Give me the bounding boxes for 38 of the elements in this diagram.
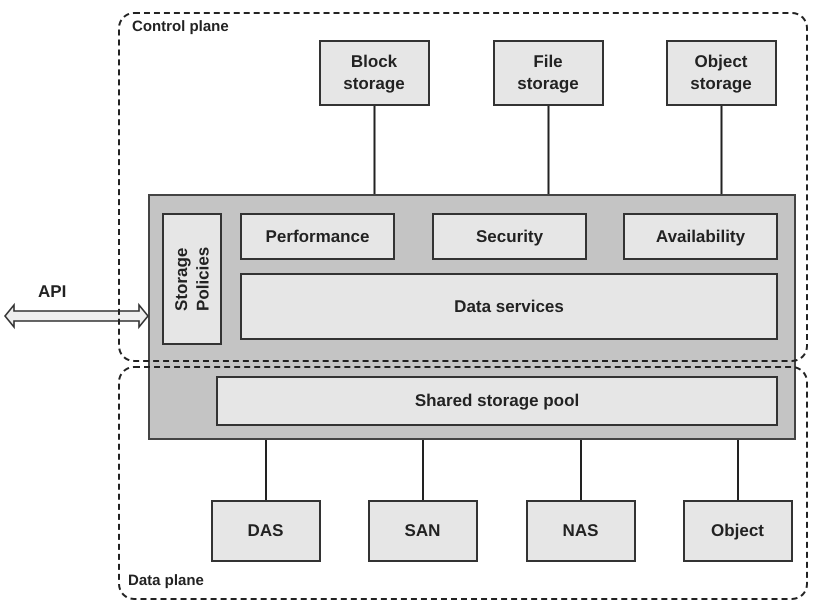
connector-line	[548, 106, 550, 194]
box-label: Security	[476, 226, 544, 248]
box-label: Object	[711, 520, 764, 542]
box-label: Storage Policies	[170, 246, 213, 314]
double-arrow	[4, 302, 150, 330]
connector-line	[737, 440, 739, 500]
connector-line	[580, 440, 582, 500]
connector-line	[720, 106, 722, 194]
box-label: Object storage	[689, 51, 753, 94]
process-box	[240, 213, 395, 260]
process-box	[368, 500, 478, 562]
connector-line	[265, 440, 267, 500]
region-boundary	[118, 366, 808, 600]
connector-line	[374, 106, 376, 194]
region-label: Data plane	[128, 572, 204, 589]
box-label: NAS	[562, 520, 598, 542]
connector-line	[422, 440, 424, 500]
edge-label: API	[38, 282, 66, 302]
process-box	[216, 376, 778, 426]
process-box	[318, 40, 430, 106]
region-label: Control plane	[132, 18, 229, 35]
process-box	[432, 213, 587, 260]
box-label: Block storage	[342, 51, 406, 94]
box-label: Shared storage pool	[414, 390, 580, 412]
box-label: Performance	[266, 226, 370, 248]
process-box	[526, 500, 636, 562]
process-box	[240, 273, 778, 340]
process-box	[210, 500, 320, 562]
box-label: SAN	[404, 520, 440, 542]
process-box	[162, 213, 222, 345]
process-box	[623, 213, 778, 260]
process-box	[682, 500, 792, 562]
box-label: File storage	[516, 51, 580, 94]
process-box	[492, 40, 604, 106]
process-box	[666, 40, 776, 106]
box-label: Data services	[454, 296, 564, 318]
box-label: DAS	[248, 520, 284, 542]
box-label: Availability	[656, 226, 746, 248]
